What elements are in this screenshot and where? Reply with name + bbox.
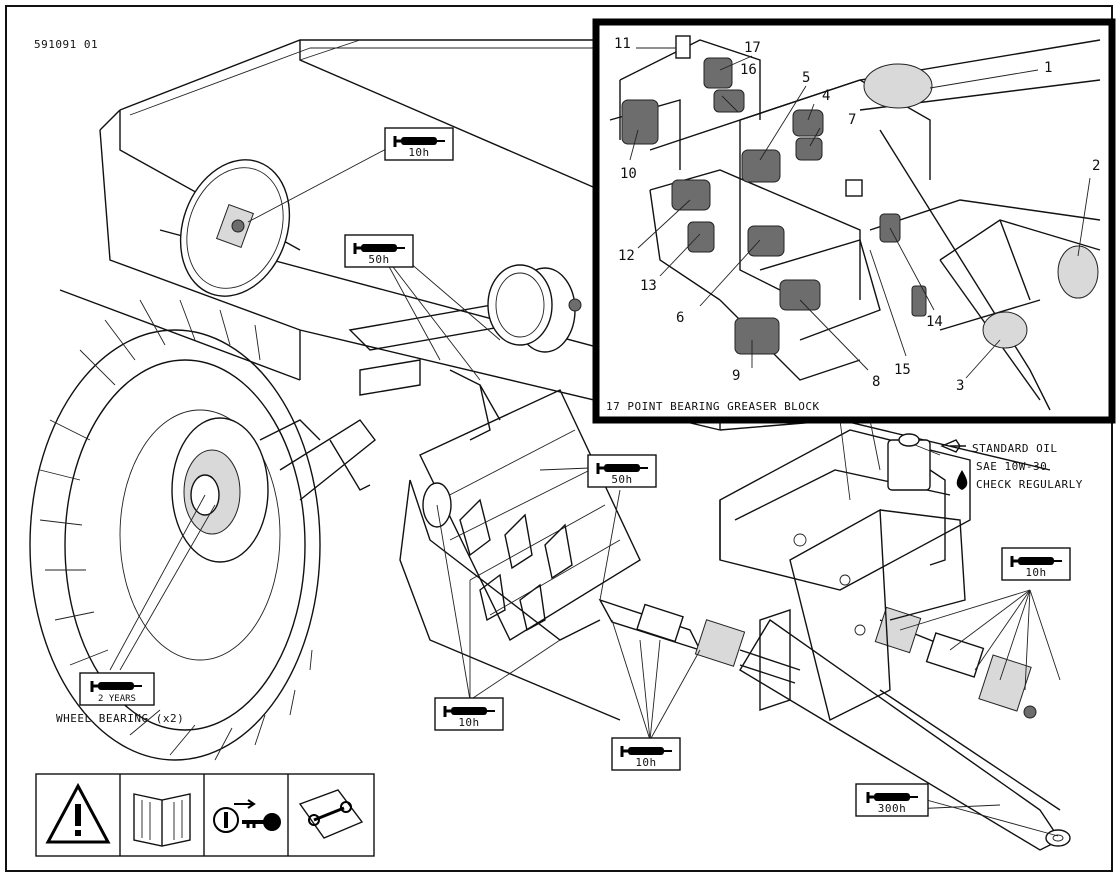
callout-13: 13 [640,278,657,294]
doc-number: 591091 01 [34,38,98,51]
grease-label-wheel: 2 YEARS [79,672,155,706]
callout-7: 7 [848,112,856,128]
greaser-block-inset: 1 2 3 4 5 6 7 8 9 10 11 12 13 14 15 16 1… [592,18,1116,424]
oil-note-line-2: SAE 10W-30 [976,460,1047,473]
inset-caption: 17 POINT BEARING GREASER BLOCK [606,400,820,413]
callout-1: 1 [1044,60,1052,76]
callout-16: 16 [740,62,757,78]
chassis [719,419,971,722]
grease-interval-text: 10h [458,716,479,729]
callout-5: 5 [802,70,810,86]
wheel-bearing-note: WHEEL BEARING (x2) [56,712,184,725]
rotor [399,389,641,721]
wheel [29,299,376,761]
callout-14: 14 [926,314,943,330]
oil-drop-icon [956,470,968,490]
driveline [598,598,1037,719]
grease-interval-text: 50h [368,253,389,266]
callout-4: 4 [822,88,830,104]
remove-key-icon [213,799,281,833]
service-manual-icon [298,789,364,839]
grease-label-rotor: 50h [587,454,657,488]
grease-label-driveline: 10h [611,737,681,771]
grease-label-cross-arm: 50h [344,234,414,268]
grease-interval-text: 10h [408,146,429,159]
callout-10: 10 [620,166,637,182]
callout-17: 17 [744,40,761,56]
oil-can-icon [940,439,966,453]
callout-9: 9 [732,368,740,384]
grease-label-rotor-lower: 10h [434,697,504,731]
safety-icons [35,773,375,857]
grease-interval-text: 10h [635,756,656,769]
callout-11: 11 [614,36,631,52]
grease-interval-text: 50h [611,473,632,486]
callout-2: 2 [1092,158,1100,174]
oil-note: STANDARD OIL SAE 10W-30 CHECK REGULARLY [940,439,1083,491]
grease-label-hitch: 300h [855,783,929,817]
inset-callouts: 1 2 3 4 5 6 7 8 9 10 11 12 13 14 15 16 1… [614,36,1100,394]
inset-leaders [629,47,1091,379]
grease-interval-text: 300h [878,802,907,815]
callout-3: 3 [956,378,964,394]
oil-note-line-1: STANDARD OIL [972,442,1057,455]
operator-manual-icon [133,793,191,847]
callout-6: 6 [676,310,684,326]
warning-triangle-icon [45,782,111,844]
grease-label-gearbox: 10h [1001,547,1071,581]
oil-note-line-3: CHECK REGULARLY [976,478,1083,491]
callout-15: 15 [894,362,911,378]
grease-label-disc: 10h [384,127,454,161]
callout-12: 12 [618,248,635,264]
grease-interval-text: 2 YEARS [98,694,136,704]
callout-8: 8 [872,374,880,390]
grease-interval-text: 10h [1025,566,1046,579]
bearing-fittings [621,35,1099,355]
